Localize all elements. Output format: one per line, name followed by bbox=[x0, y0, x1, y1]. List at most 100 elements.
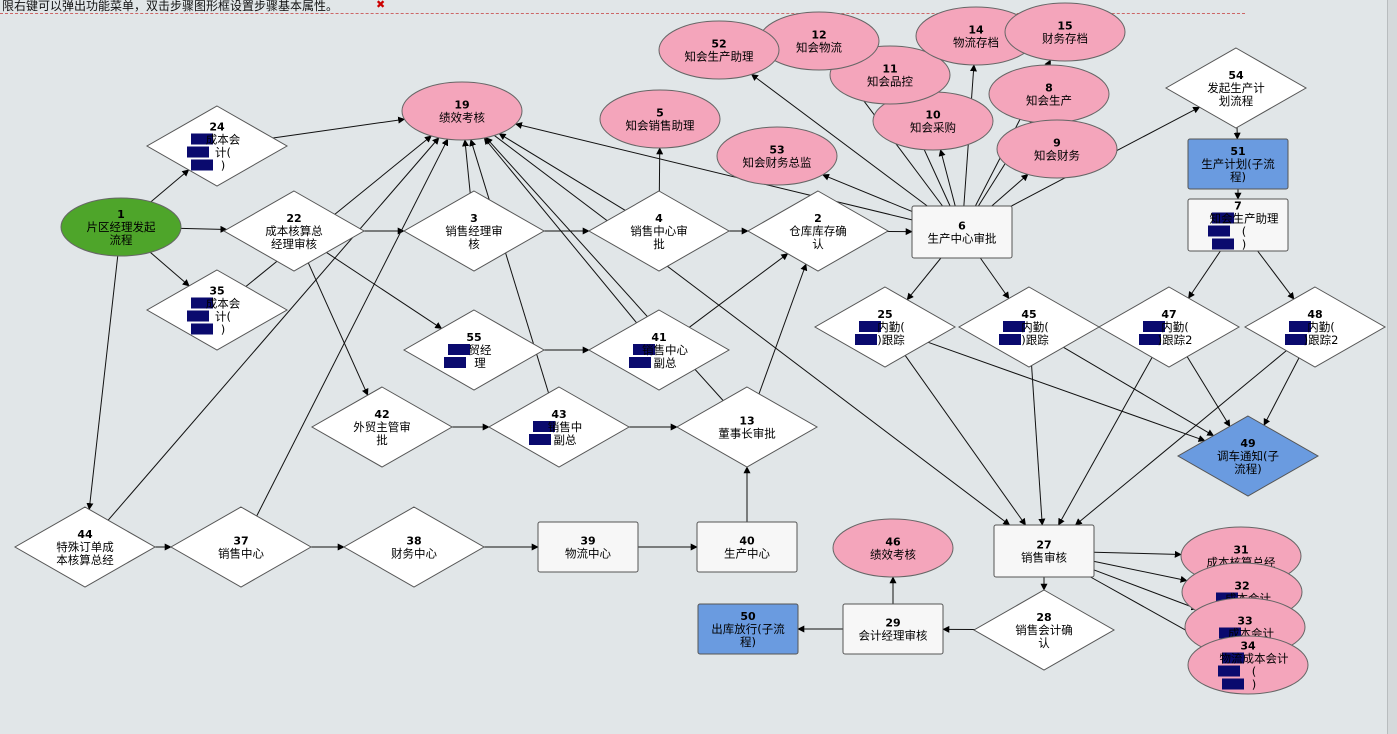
node-shape[interactable] bbox=[1187, 138, 1289, 190]
node-shape[interactable] bbox=[696, 521, 798, 573]
edge-41-19[interactable] bbox=[483, 137, 637, 324]
edge-7-47[interactable] bbox=[1188, 250, 1221, 299]
edge-1-22[interactable] bbox=[180, 225, 228, 233]
node-shape[interactable] bbox=[402, 309, 546, 391]
node-shape[interactable] bbox=[716, 126, 838, 186]
edge-6-45[interactable] bbox=[979, 257, 1010, 300]
edge-22-42[interactable] bbox=[307, 262, 369, 396]
edge-1-35[interactable] bbox=[149, 251, 190, 287]
node-shape[interactable] bbox=[222, 190, 366, 272]
close-icon[interactable]: ✖ bbox=[376, 0, 386, 11]
node-shape[interactable] bbox=[675, 386, 819, 468]
node-shape[interactable] bbox=[911, 205, 1013, 259]
node-shape[interactable] bbox=[972, 589, 1116, 671]
edge-47-27[interactable] bbox=[1058, 357, 1153, 526]
node-shape[interactable] bbox=[813, 286, 957, 368]
edge-24-19[interactable] bbox=[272, 116, 406, 139]
edge-44-19[interactable] bbox=[107, 137, 440, 521]
edge-6-19[interactable] bbox=[514, 122, 913, 221]
node-shape[interactable] bbox=[402, 190, 546, 272]
node-shape[interactable] bbox=[746, 190, 890, 272]
edge-1-24[interactable] bbox=[150, 169, 190, 203]
edge-47-49[interactable] bbox=[1186, 356, 1231, 427]
node-shape[interactable] bbox=[537, 521, 639, 573]
edge-19-27[interactable] bbox=[494, 135, 1011, 526]
node-shape[interactable] bbox=[1243, 286, 1387, 368]
edge-48-49[interactable] bbox=[1263, 357, 1300, 426]
edge-7-48[interactable] bbox=[1257, 250, 1295, 300]
node-shape[interactable] bbox=[1097, 286, 1241, 368]
node-shape[interactable] bbox=[599, 89, 721, 149]
edge-27-31[interactable] bbox=[1093, 550, 1182, 558]
edge-25-27[interactable] bbox=[904, 355, 1026, 526]
edge-13-2[interactable] bbox=[758, 263, 808, 395]
node-shape[interactable] bbox=[60, 197, 182, 257]
node-shape[interactable] bbox=[310, 386, 454, 468]
edge-45-49[interactable] bbox=[1063, 346, 1215, 437]
node-shape[interactable] bbox=[587, 309, 731, 391]
edge-48-27[interactable] bbox=[1074, 350, 1287, 526]
node-shape[interactable] bbox=[169, 506, 313, 588]
vertical-scrollbar[interactable] bbox=[1387, 0, 1397, 734]
edge-25-49[interactable] bbox=[927, 341, 1206, 442]
node-shape[interactable] bbox=[1187, 198, 1289, 252]
node-shape[interactable] bbox=[1176, 415, 1320, 497]
edge-41-2[interactable] bbox=[689, 253, 789, 328]
node-shape[interactable] bbox=[658, 20, 780, 80]
node-shape[interactable] bbox=[1164, 47, 1308, 129]
edge-1-44[interactable] bbox=[86, 255, 119, 511]
edge-6-25[interactable] bbox=[906, 257, 942, 301]
edge-6-10[interactable] bbox=[938, 149, 956, 207]
node-shape[interactable] bbox=[401, 81, 523, 141]
node-shape[interactable] bbox=[145, 269, 289, 351]
node-shape[interactable] bbox=[487, 386, 631, 468]
node-shape[interactable] bbox=[842, 603, 944, 655]
node-shape[interactable] bbox=[996, 119, 1118, 179]
edge-6-9[interactable] bbox=[991, 173, 1029, 207]
edge-27-32[interactable] bbox=[1093, 560, 1188, 583]
edge-27-33[interactable] bbox=[1093, 569, 1199, 611]
node-shape[interactable] bbox=[587, 190, 731, 272]
node-shape[interactable] bbox=[145, 105, 289, 187]
edge-6-53[interactable] bbox=[822, 173, 913, 212]
edge-3-19[interactable] bbox=[462, 139, 471, 194]
node-shape[interactable] bbox=[342, 506, 486, 588]
node-shape[interactable] bbox=[832, 518, 954, 578]
